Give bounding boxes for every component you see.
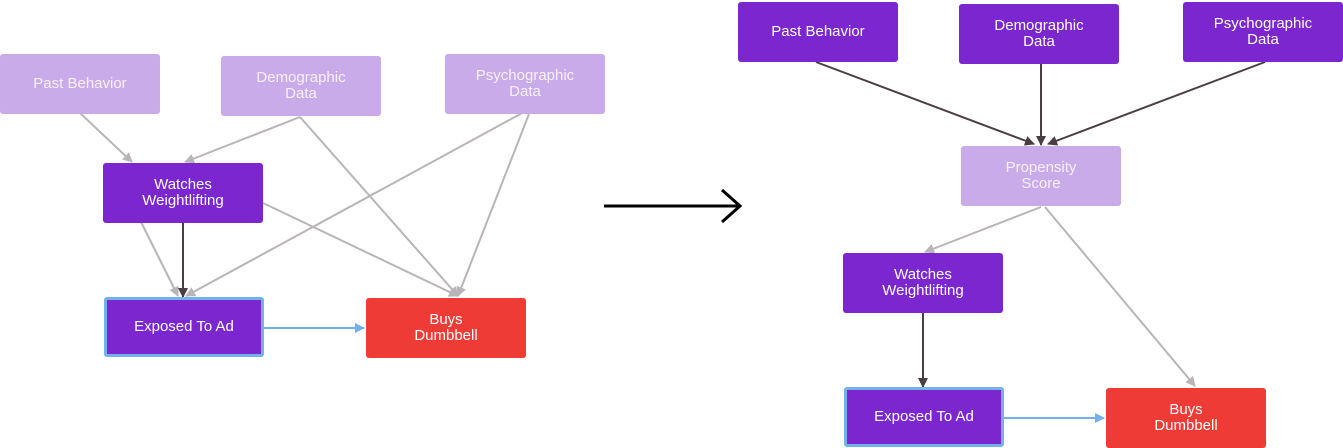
right-node-psychographic-label-line2: Data [1247,31,1279,48]
right-edge-past-to-propensity [815,61,1035,146]
right-node-watches-label-line2: Weightlifting [882,282,964,299]
left-node-demographic-label-line2: Data [285,85,317,102]
right-node-past-behavior: Past Behavior [738,2,898,62]
left-node-psychographic-label-line1: Psychographic [475,67,575,84]
right-edge-propensity-to-watches [924,206,1042,254]
left-node-watches-label-line1: Watches [154,176,212,193]
left-node-demographic-label-line1: Demographic [256,69,346,86]
right-node-propensity-label-line2: Score [1021,175,1061,192]
right-node-exposed-to-ad: Exposed To Ad [844,387,1004,447]
left-node-watches-label-line2: Weightlifting [142,192,224,209]
left-node-demographic-data: Demographic Data [221,56,381,116]
right-node-watches-label-line1: Watches [894,266,952,283]
left-node-watches-weightlifting: Watches Weightlifting [103,163,263,223]
right-node-exposed-label: Exposed To Ad [874,408,974,425]
right-node-propensity-score: Propensity Score [961,146,1121,206]
right-node-demographic-data: Demographic Data [959,4,1119,64]
right-node-buys-label-line2: Dumbbell [1154,417,1218,434]
right-node-past-behavior-label: Past Behavior [771,23,865,40]
left-node-psychographic-label-line2: Data [509,83,541,100]
left-node-buys-dumbbell: Buys Dumbbell [366,298,526,358]
right-node-watches-weightlifting: Watches Weightlifting [843,253,1003,313]
right-node-demographic-label-line2: Data [1023,33,1055,50]
right-node-psychographic-data: Psychographic Data [1183,2,1343,62]
right-node-demographic-label-line1: Demographic [994,17,1084,34]
left-node-buys-label-line2: Dumbbell [414,327,478,344]
left-node-past-behavior-label: Past Behavior [33,75,127,92]
left-edge-demographic-to-buys [299,116,459,297]
right-edge-psychographic-to-propensity [1047,61,1266,146]
left-edge-past-to-watches [79,112,133,163]
left-edge-psychographic-to-buys [456,113,530,297]
right-node-propensity-label-line1: Propensity [1005,159,1077,176]
right-node-psychographic-label-line1: Psychographic [1213,15,1313,32]
right-node-buys-dumbbell: Buys Dumbbell [1106,388,1266,448]
right-node-buys-label-line1: Buys [1169,401,1203,418]
left-edge-demographic-to-watches [184,116,301,164]
left-node-buys-label-line1: Buys [429,311,463,328]
left-node-psychographic-data: Psychographic Data [445,54,605,114]
left-node-exposed-to-ad: Exposed To Ad [104,297,264,357]
left-node-past-behavior: Past Behavior [0,54,160,114]
left-edge-watches-to-buys [262,202,459,297]
left-edge-past-to-exposed [139,219,179,297]
transition-arrow [604,188,743,224]
right-edge-propensity-to-buys [1044,206,1196,387]
left-node-exposed-label: Exposed To Ad [134,318,234,335]
